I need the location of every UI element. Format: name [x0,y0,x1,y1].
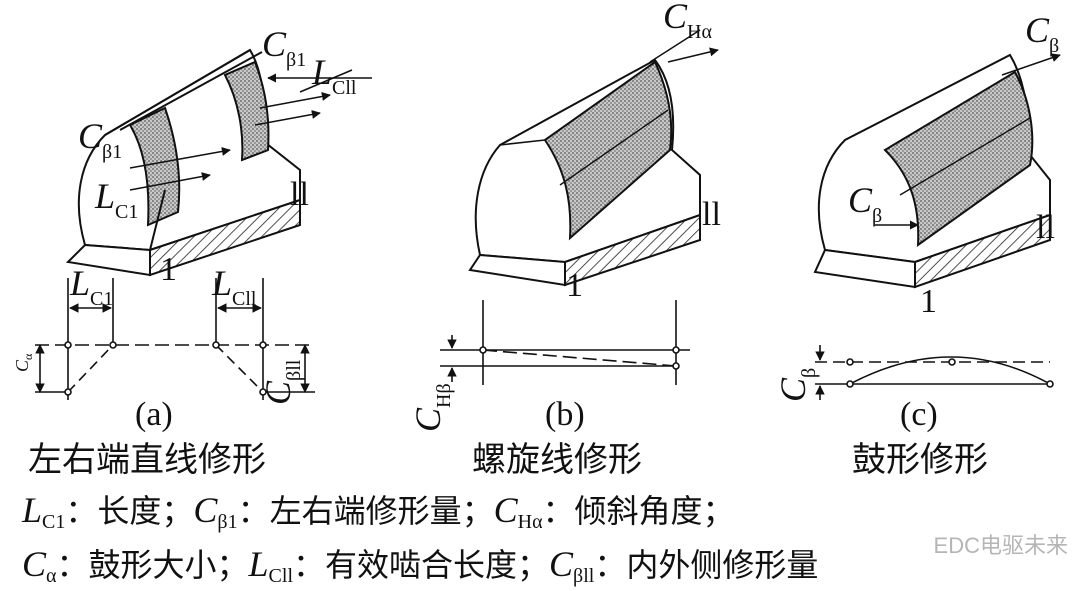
legend-line-1: LC1：长度；Cβ1：左右端修形量；CHα：倾斜角度； [22,486,735,534]
legend-sym: L [22,490,43,530]
label-c-alpha-small: Cα [12,353,35,372]
dimension-lines-b [649,29,719,63]
label-c-beta1-left: Cβ1 [78,116,122,163]
label-c-beta-profile: Cβ [773,368,820,402]
legend-desc: ：倾斜角度； [542,492,735,530]
label-l-c1-profile: LC1 [69,263,113,310]
legend-desc: ：内外侧修形量 [594,546,819,584]
dimension-lines-a [129,69,372,191]
legend-sub: Hα [517,511,543,533]
legend-sym: C [549,544,574,584]
legend-sym: C [22,544,47,584]
legend-sub: C1 [42,511,66,533]
tooth-b [468,58,701,287]
diagram-canvas: Cβ1 LCll Cβ1 LC1 ll 1 LC1 LCll Cα Cβll [12,0,1061,433]
legend-desc: ：有效啮合长度； [293,546,550,584]
profile-a [35,278,315,400]
label-l-c1-left: LC1 [94,176,138,223]
label-c-beta-top: Cβ [1025,10,1059,57]
label-c-beta1-top: Cβ1 [262,24,306,71]
label-l-cll-profile: LCll [211,263,257,310]
caption-a: 左右端直线修形 [28,440,266,480]
legend-sub: β1 [217,511,238,533]
legend-sym: L [248,544,269,584]
legend-sub: βll [573,565,595,587]
tooth-a [65,48,301,277]
label-l-cll-top: LCll [311,52,357,99]
legend-sub: Cll [268,565,293,587]
profile-b [440,300,690,385]
panel-tag-c: (c) [900,396,938,433]
panel-tag-b: (b) [545,396,585,433]
profile-c [815,345,1054,400]
watermark: EDC电驱未来 [933,533,1068,558]
legend-line-2: Cα：鼓形大小；LCll：有效啮合长度；Cβll：内外侧修形量 [22,540,818,588]
legend-sub: α [46,565,57,587]
label-end1-b: 1 [566,267,583,304]
tooth-c [813,53,1051,289]
legend-desc: ：鼓形大小； [56,546,249,584]
caption-c: 鼓形修形 [852,440,988,480]
label-end1-c: 1 [920,283,937,320]
legend-sym: C [493,490,518,530]
dimension-lines-c [875,53,1061,230]
legend-desc: ：左右端修形量； [237,492,494,530]
label-end2-a: ll [290,176,309,213]
panel-tag-a: (a) [135,396,173,433]
label-end2-c: ll [1036,209,1055,246]
label-c-beta-ll-profile: Cβll [258,359,305,405]
label-c-hbeta: CHβ [408,383,455,432]
label-c-halpha: CHα [663,0,712,43]
label-end2-b: ll [702,196,721,233]
label-c-beta-left: Cβ [848,180,882,227]
caption-b: 螺旋线修形 [472,440,642,480]
legend-desc: ：长度； [65,492,194,530]
legend-sym: C [193,490,218,530]
label-end1-a: 1 [160,251,177,288]
